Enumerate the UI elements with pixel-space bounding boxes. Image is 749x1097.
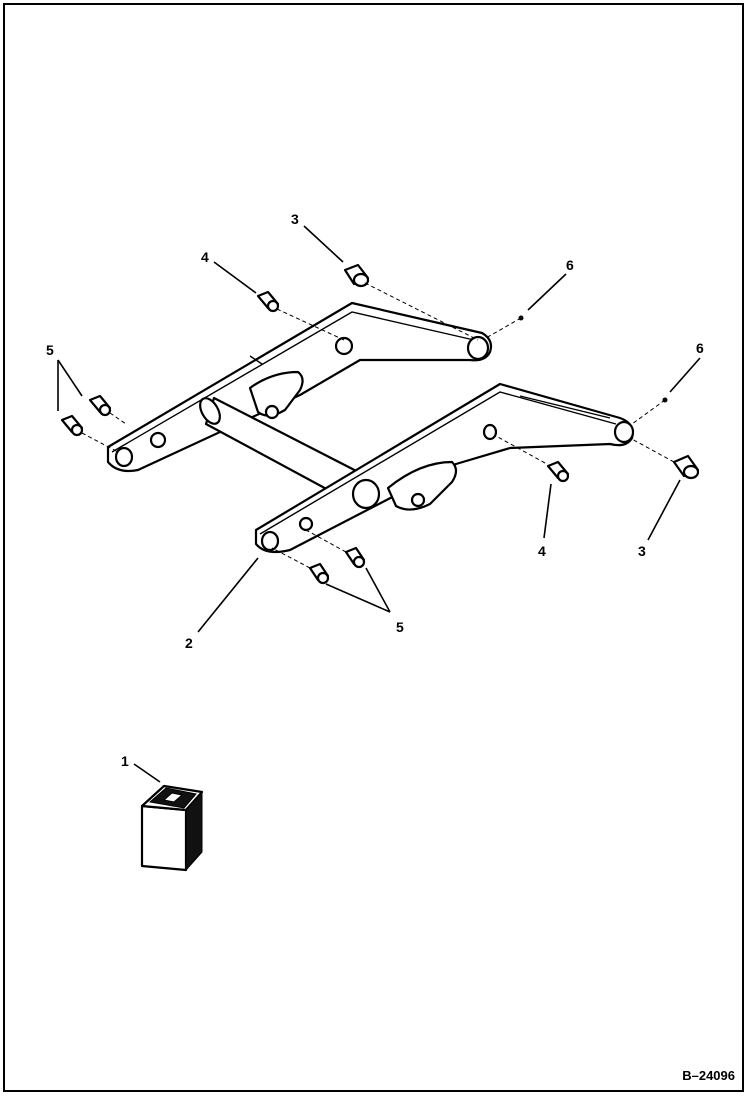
callout-1: 1 xyxy=(121,753,129,769)
callout-5-left: 5 xyxy=(46,342,54,358)
bushing-5-right-lower xyxy=(308,562,330,585)
callout-4-right: 4 xyxy=(538,543,546,559)
drawing-frame xyxy=(3,3,744,1092)
assembly-lines xyxy=(81,282,675,569)
callout-6-right: 6 xyxy=(696,340,704,356)
rear-arm xyxy=(106,301,493,473)
callout-6-left: 6 xyxy=(566,257,574,273)
bushing-5-right-upper xyxy=(344,546,366,569)
bushing-5-upper-left xyxy=(88,394,112,417)
bushing-4-left xyxy=(256,290,280,313)
bushing-3-left xyxy=(343,263,370,288)
callout-3-right: 3 xyxy=(638,543,646,559)
callout-2: 2 xyxy=(185,635,193,651)
callout-5-right: 5 xyxy=(396,619,404,635)
bushing-4-right xyxy=(546,460,570,483)
bushing-5-lower-left xyxy=(60,414,84,437)
leader-lines xyxy=(57,225,701,783)
figure-code: B–24096 xyxy=(682,1068,735,1083)
callout-3-left: 3 xyxy=(291,211,299,227)
kit-box xyxy=(140,784,204,872)
callout-4-left: 4 xyxy=(201,249,209,265)
front-arm xyxy=(254,382,635,554)
bushing-3-right xyxy=(672,454,700,480)
